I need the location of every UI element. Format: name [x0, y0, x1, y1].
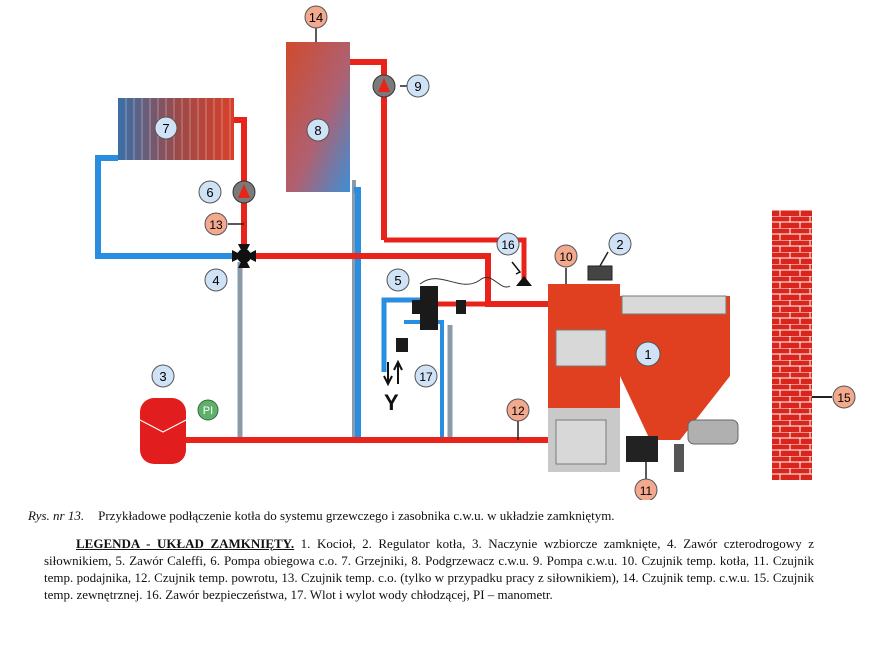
caleffi-cold-pipe [404, 320, 444, 440]
svg-text:8: 8 [314, 123, 321, 138]
badge-3: 3 [151, 364, 175, 388]
badge-14: 14 [304, 5, 328, 29]
legend-text: 1. Kocioł, 2. Regulator kotła, 3. Naczyn… [44, 536, 814, 602]
badge-17: 17 [414, 364, 438, 388]
safety-valve [511, 261, 532, 286]
badge-10: 10 [554, 244, 578, 268]
caleffi-valve [396, 286, 466, 352]
pipes [95, 59, 832, 443]
badge-5: 5 [386, 268, 410, 292]
svg-text:1: 1 [644, 347, 651, 362]
boiler [548, 265, 739, 472]
badge-pi: PI [203, 405, 213, 417]
svg-text:17: 17 [419, 370, 433, 384]
heating-diagram: Y 14 9 7 8 6 13 4 16 10 2 5 1 3 17 15 12… [95, 5, 856, 500]
badge-2: 2 [608, 232, 632, 256]
hot-water-tank [286, 42, 350, 192]
svg-text:6: 6 [206, 185, 213, 200]
brick-wall [772, 210, 812, 480]
badge-9: 9 [406, 74, 430, 98]
svg-text:7: 7 [162, 121, 169, 136]
badge-4: 4 [204, 268, 228, 292]
outlet-symbol: Y [384, 390, 399, 415]
badge-1: 1 [635, 341, 661, 367]
badge-12: 12 [506, 398, 530, 422]
svg-text:13: 13 [209, 218, 223, 232]
svg-text:PI: PI [203, 405, 213, 417]
tank-supply-pipe [350, 59, 387, 240]
svg-text:12: 12 [511, 404, 525, 418]
svg-text:16: 16 [501, 238, 515, 252]
caption-text: Przykładowe podłączenie kotła do systemu… [98, 508, 615, 523]
expansion-vessel [139, 398, 187, 464]
radiator-return-pipe [95, 155, 240, 259]
four-way-valve [232, 244, 256, 268]
boiler-supply-pipe [244, 253, 548, 307]
figure-caption: Rys. nr 13. Przykładowe podłączenie kotła… [28, 508, 858, 524]
legend: LEGENDA - UKŁAD ZAMKNIĘTY. 1. Kocioł, 2.… [44, 535, 814, 603]
caption-lead: Rys. nr 13. [28, 508, 85, 523]
boiler-supply-pipe-2 [384, 237, 527, 280]
cold-water-arrows [383, 359, 403, 387]
legend-title: LEGENDA - UKŁAD ZAMKNIĘTY. [76, 536, 295, 551]
badge-6: 6 [198, 180, 222, 204]
manometer-pi [197, 399, 219, 421]
badge-16: 16 [496, 232, 520, 256]
badges: 14 9 7 8 6 13 4 16 10 2 5 1 3 17 15 12 1… [151, 5, 856, 500]
svg-text:10: 10 [559, 250, 573, 264]
svg-text:9: 9 [414, 79, 421, 94]
cold-pipe-tank [354, 187, 361, 440]
svg-text:14: 14 [309, 10, 323, 25]
cold-inlet-pipe [381, 297, 420, 372]
pump-6 [232, 180, 256, 204]
badge-8: 8 [306, 118, 330, 142]
svg-text:3: 3 [159, 369, 166, 384]
badge-11: 11 [634, 478, 658, 500]
radiator-supply-pipe [232, 117, 247, 256]
svg-text:5: 5 [394, 273, 401, 288]
svg-text:11: 11 [640, 484, 653, 498]
pump-9 [372, 74, 396, 98]
svg-text:2: 2 [616, 237, 623, 252]
badge-13: 13 [204, 212, 228, 236]
svg-text:4: 4 [212, 273, 219, 288]
badge-15: 15 [832, 385, 856, 409]
badge-7: 7 [154, 116, 178, 140]
svg-text:15: 15 [837, 391, 851, 405]
capillary-wire [419, 277, 511, 288]
